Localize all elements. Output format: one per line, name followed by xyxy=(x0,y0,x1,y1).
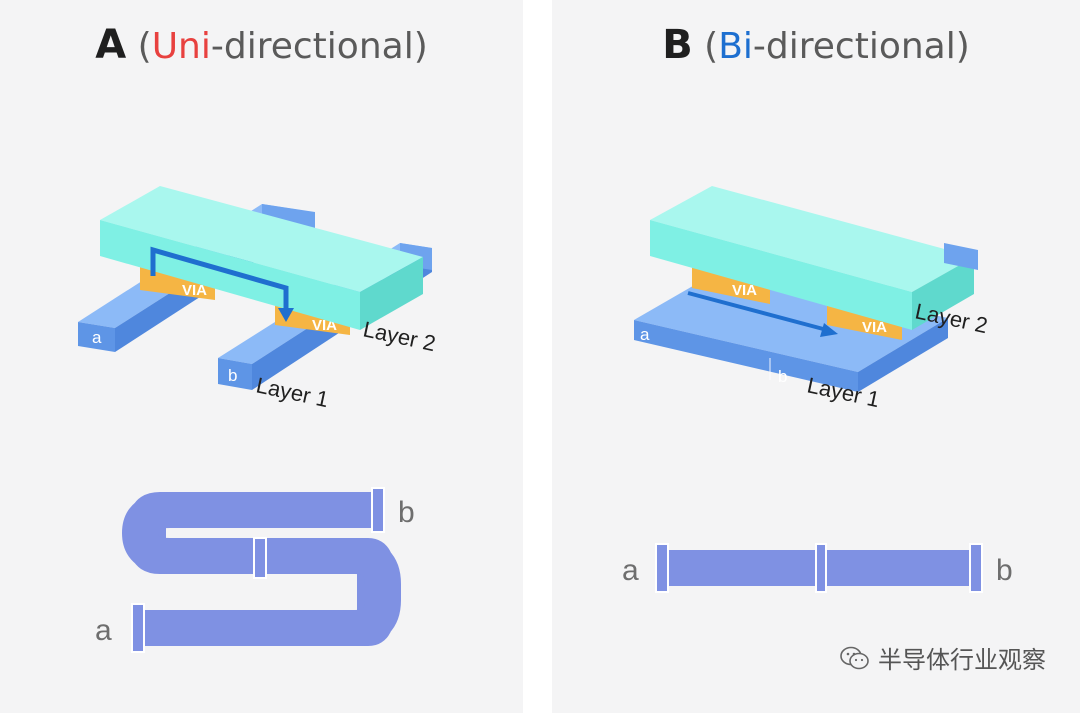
watermark: 半导体行业观察 xyxy=(840,640,1046,675)
panel-b-rest: -directional xyxy=(752,26,956,67)
layer2-label: Layer 2 xyxy=(361,316,438,356)
pipe-a-label: a xyxy=(95,614,112,647)
pipe-a-label: a xyxy=(622,554,639,587)
panel-a-paren-close: ) xyxy=(413,26,428,67)
layer2-slab xyxy=(650,186,978,330)
panel-b-paren-close: ) xyxy=(955,26,970,67)
current-direction-arrow xyxy=(687,291,838,337)
layer2-slab xyxy=(100,186,423,330)
panel-b-title: B (Bi-directional) xyxy=(552,22,1080,68)
panel-b-letter: B xyxy=(662,22,693,68)
watermark-text: 半导体行业观察 xyxy=(878,646,1046,674)
panel-a-highlight: Uni xyxy=(151,26,211,67)
s-shaped-pipe xyxy=(121,487,401,653)
panel-bi-directional: B (Bi-directional) a b VIA VIA xyxy=(552,0,1080,713)
layer1-bar-a-label: a xyxy=(640,325,650,344)
panel-b-paren-open: ( xyxy=(704,26,719,67)
via-label-1: VIA xyxy=(182,282,207,299)
layer1-line-b-label: b xyxy=(228,366,237,385)
panel-b-highlight: Bi xyxy=(718,26,753,67)
panel-a-diagram: a b VIA VIA Layer 2 La xyxy=(78,186,438,653)
panel-uni-directional: A (Uni-directional) a b VIA VIA xyxy=(0,0,523,713)
panel-a-title: A (Uni-directional) xyxy=(0,22,523,68)
via-label-2: VIA xyxy=(862,319,887,336)
wechat-icon xyxy=(840,646,869,669)
layer1-bar-b-label: b xyxy=(778,367,787,386)
via-label-1: VIA xyxy=(732,282,757,299)
pipe-b-label: b xyxy=(996,554,1013,587)
panel-a-letter: A xyxy=(95,22,127,68)
layer1-label: Layer 1 xyxy=(254,372,331,412)
panel-a-paren-open: ( xyxy=(137,26,152,67)
panel-b-diagram: a b VIA VIA Layer 2 Layer 1 xyxy=(622,186,1013,593)
panel-a-rest: -directional xyxy=(210,26,414,67)
layer1-line-a-label: a xyxy=(92,328,102,347)
pipe-b-label: b xyxy=(398,496,415,529)
straight-pipe xyxy=(655,543,983,593)
current-path-arrow xyxy=(150,246,294,322)
